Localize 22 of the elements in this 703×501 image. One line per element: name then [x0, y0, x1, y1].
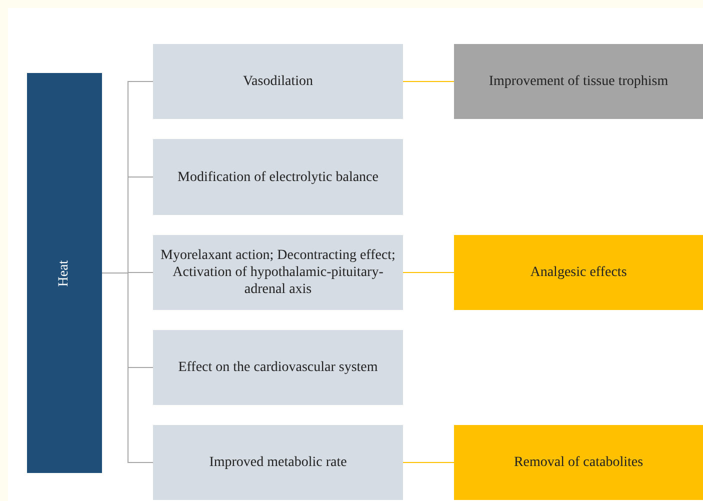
box-label: Effect on the cardiovascular system: [177, 359, 379, 376]
effect-box: [153, 139, 403, 215]
connector-line: [402, 462, 454, 463]
box-label: Improved metabolic rate: [208, 454, 348, 471]
box-label: Analgesic effects: [529, 264, 628, 281]
connector-line: [402, 272, 454, 273]
effect-box: [153, 235, 403, 310]
box-label: Myorelaxant action; Decontracting effect; Activation of hypothalamic-pituitary-adrenal axis: [160, 247, 396, 298]
effect-box: [153, 330, 403, 405]
box-label: Improvement of tissue trophism: [488, 73, 670, 90]
box-label: Removal of catabolites: [512, 454, 644, 471]
box-label: Vasodilation: [242, 73, 314, 90]
outcome-box: [454, 44, 703, 119]
box-label: Modification of electrolytic balance: [176, 168, 380, 186]
heat-box: [27, 73, 102, 473]
outcome-box: [454, 235, 703, 310]
effect-box: [153, 425, 403, 500]
effect-box: [153, 44, 403, 119]
connector-line: [402, 81, 454, 82]
outcome-box: [454, 425, 703, 500]
box-label: Heat: [56, 260, 73, 286]
connector-line: [102, 272, 154, 463]
